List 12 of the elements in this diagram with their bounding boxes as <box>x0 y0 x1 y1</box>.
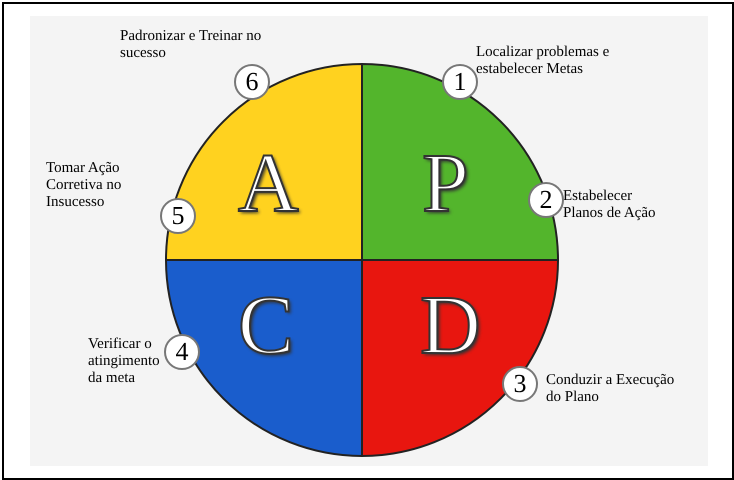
step-label: Conduzir a Execução do Plano <box>546 372 676 406</box>
quadrant-sector <box>166 64 362 260</box>
step-label: Padronizar e Treinar no sucesso <box>120 28 262 62</box>
step-label: Estabelecer Planos de Ação <box>563 188 656 222</box>
phase-letter: D <box>420 284 481 368</box>
step-label: Tomar Ação Corretiva no Insucesso <box>46 160 122 211</box>
phase-letter: C <box>238 284 294 368</box>
step-label: Verificar o atingimento da meta <box>88 336 161 387</box>
quadrant-sector <box>166 260 362 456</box>
phase-letter: A <box>238 142 299 226</box>
phase-letter: P <box>422 142 469 226</box>
step-label: Localizar problemas e estabelecer Metas <box>476 44 610 78</box>
